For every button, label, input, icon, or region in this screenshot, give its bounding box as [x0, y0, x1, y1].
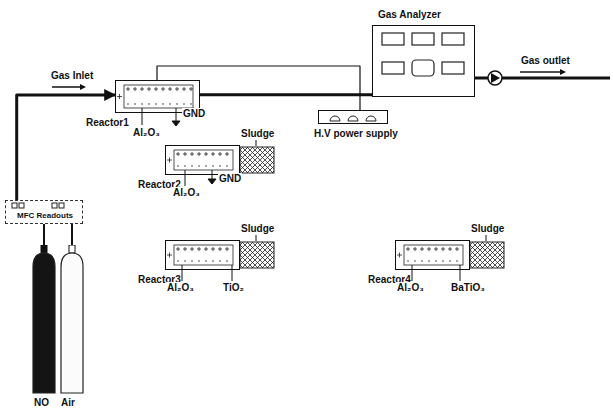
outlet-arrow [520, 71, 560, 73]
reactor-box: Reactor3 [165, 240, 240, 270]
node-label: NO [34, 397, 49, 408]
sludge-block [240, 147, 274, 173]
electrode-frame [404, 245, 463, 265]
part-label: GND [218, 173, 242, 184]
pump-symbol [488, 71, 502, 85]
analyzer-screens [382, 33, 464, 76]
pipe-connector [43, 224, 45, 245]
part-label: GND [182, 108, 206, 119]
part-label: Sludge [240, 128, 275, 139]
hv-knobs [330, 116, 376, 121]
terminal-plus [397, 253, 402, 258]
reactor-internals [397, 245, 463, 265]
part-label: Sludge [240, 223, 275, 234]
discharge-dots [406, 247, 459, 261]
power-supply-box: H.V power supply [318, 110, 388, 124]
terminal-plus [167, 253, 172, 258]
electrode-frame [174, 245, 233, 265]
node-label: H.V power supply [314, 128, 398, 139]
analyzer-box: Gas Analyzer [372, 25, 475, 97]
sludge-block [240, 242, 274, 268]
mfc-box: MFC Readouts [5, 200, 83, 224]
part-label: Al₂O₃ [396, 282, 425, 293]
terminal-plus [117, 94, 122, 99]
discharge-dots [176, 247, 229, 261]
reactor-box: Reactor4 [395, 240, 470, 270]
node-label: MFC Readouts [17, 212, 73, 221]
reactor-internals [117, 85, 193, 108]
reactor-box: Reactor2 [165, 145, 240, 175]
terminal-plus [167, 158, 172, 163]
gas-cylinder: Air [60, 245, 84, 395]
part-label: Gas outlet [520, 55, 571, 66]
gas-cylinder: NO [32, 245, 56, 395]
cylinder-valve [41, 245, 47, 253]
discharge-dots [176, 152, 229, 166]
cylinder-outline [32, 245, 56, 395]
part-label: Al₂O₃ [132, 127, 161, 138]
part-label: Al₂O₃ [166, 282, 195, 293]
cylinder-body [61, 253, 83, 393]
pump-triangle [491, 73, 500, 83]
pipe-connector [71, 224, 73, 245]
node-label: Gas Analyzer [378, 9, 441, 20]
electrode-frame [124, 85, 193, 108]
part-label: Sludge [470, 223, 505, 234]
edge-label: Gas Inlet [50, 70, 94, 81]
electrode-frame [174, 150, 233, 170]
pipe-connector [157, 66, 360, 110]
pipe-connector [17, 95, 115, 200]
node-label: Air [61, 397, 75, 408]
reactor-internals [167, 245, 233, 265]
mfc-displays [12, 203, 64, 208]
cylinder-valve [69, 245, 75, 253]
reactor-internals [167, 150, 233, 170]
part-label: TiO₂ [222, 282, 245, 293]
part-label: Al₂O₃ [172, 187, 201, 198]
cylinder-outline [60, 245, 84, 395]
leader-lines [142, 108, 486, 281]
part-label: BaTiO₃ [450, 282, 486, 293]
inlet-arrow [52, 86, 80, 88]
cylinder-body [33, 253, 55, 393]
sludge-block [470, 242, 504, 268]
outlet-arrowhead [560, 69, 566, 75]
node-label: Reactor1 [86, 117, 129, 128]
discharge-dots [126, 87, 193, 104]
inlet-arrowhead [80, 84, 86, 90]
pipe-connector [200, 93, 372, 96]
